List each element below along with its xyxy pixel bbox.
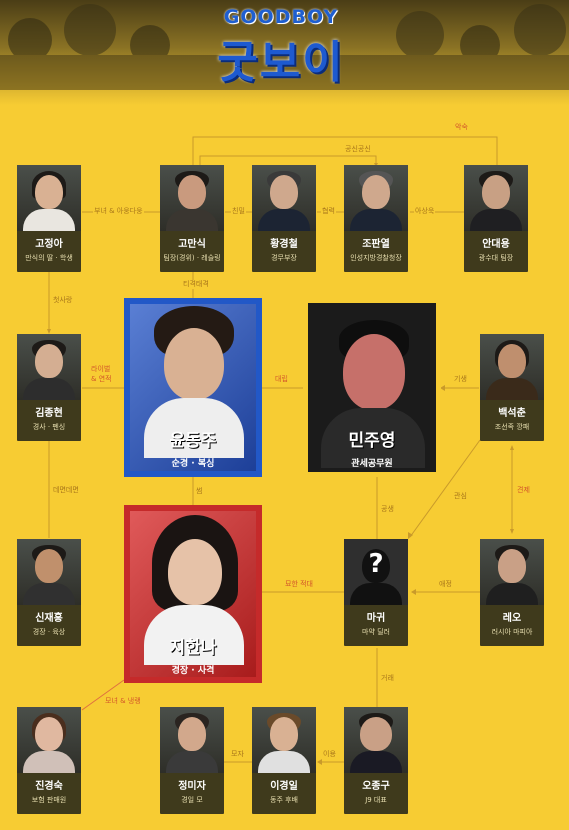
logo-english: GOODBOY <box>223 6 339 28</box>
relation-label: 티격태격 <box>182 280 210 289</box>
relation-label: 묘한 적대 <box>284 580 314 589</box>
relation-label: 모녀 & 냉랭 <box>104 697 142 706</box>
character-role: 경일 모 <box>181 796 203 804</box>
character-name: 황경철 <box>270 239 298 250</box>
relation-label: 견제 <box>516 486 531 495</box>
character-portrait <box>17 539 81 605</box>
lead-card-min: 민주영 관세공무원 <box>303 298 441 477</box>
relation-label: 모자 <box>230 750 245 759</box>
character-name: 신재홍 <box>35 613 63 624</box>
lead-name: 윤동주 <box>169 431 217 451</box>
relation-label: & 연적 <box>90 375 113 384</box>
relation-label: 데면데면 <box>52 486 80 495</box>
character-card-jung: 정미자 경일 모 <box>160 707 224 814</box>
character-card-go-jeonga: 고정아 만식의 딸 · 학생 <box>17 165 81 272</box>
character-name: 이경일 <box>270 781 298 792</box>
logo-korean: 굿보이 <box>217 37 345 88</box>
character-role: J9 대표 <box>365 796 387 804</box>
relation-label: 협력 <box>321 207 336 216</box>
character-role: 만식의 딸 · 학생 <box>25 254 73 262</box>
relation-label: 애정 <box>438 580 453 589</box>
relation-label: 관심 <box>453 492 468 501</box>
character-role: 마약 딜러 <box>362 628 390 636</box>
relation-label: 친밀 <box>231 207 246 216</box>
title-banner: GOODBOY 굿보이 <box>0 0 569 105</box>
character-role: 조선족 깡패 <box>494 423 530 431</box>
character-name: 백석춘 <box>498 408 526 419</box>
lead-name: 민주영 <box>348 431 396 451</box>
relation-label: 아상욱 <box>414 207 436 216</box>
character-role: 인성지방경찰청장 <box>350 254 402 262</box>
character-name: 고정아 <box>35 239 63 250</box>
character-name: 고만식 <box>178 239 206 250</box>
crowd-silhouette-graphic <box>0 4 569 90</box>
character-name: 정미자 <box>178 781 206 792</box>
character-card-leo: 레오 러시아 마피아 <box>480 539 544 646</box>
character-card-oh: 오종구 J9 대표 <box>344 707 408 814</box>
character-card-go-mansik: 고만식 팀장(경위) · 레슬링 <box>160 165 224 272</box>
character-card-kim: 김종현 경사 · 펜싱 <box>17 334 81 441</box>
relation-label: 거래 <box>380 674 395 683</box>
lead-name: 지한나 <box>169 638 217 658</box>
question-mark-icon: ? <box>368 549 384 579</box>
character-card-ahn: 안대용 광수대 팀장 <box>464 165 528 272</box>
character-portrait-unknown: ? <box>344 539 408 605</box>
character-card-jo: 조판열 인성지방경찰청장 <box>344 165 408 272</box>
relation-label: 부녀 & 아웅다웅 <box>93 207 144 216</box>
character-portrait <box>17 707 81 773</box>
relation-label: 악숙 <box>454 123 469 132</box>
character-card-jin: 진경숙 보험 판매원 <box>17 707 81 814</box>
character-role: 보험 판매원 <box>31 796 67 804</box>
lead-role: 경장 · 사격 <box>171 666 215 676</box>
character-portrait <box>252 165 316 231</box>
character-portrait <box>17 334 81 400</box>
relation-label: 기생 <box>453 375 468 384</box>
character-portrait <box>160 707 224 773</box>
relation-label: 공신공신 <box>344 145 372 154</box>
character-portrait <box>160 165 224 231</box>
character-role: 경장 · 육상 <box>32 628 66 636</box>
character-name: 조판열 <box>362 239 390 250</box>
character-role: 러시아 마피아 <box>491 628 533 636</box>
character-portrait <box>480 539 544 605</box>
character-name: 마귀 <box>366 613 386 624</box>
character-name: 오종구 <box>362 781 390 792</box>
character-name: 안대용 <box>482 239 510 250</box>
character-card-shin: 신재홍 경장 · 육상 <box>17 539 81 646</box>
relation-label: 공생 <box>380 505 395 514</box>
character-card-baek: 백석춘 조선족 깡패 <box>480 334 544 441</box>
relation-label: 이용 <box>322 750 337 759</box>
character-portrait <box>252 707 316 773</box>
character-portrait <box>344 165 408 231</box>
relation-label: 대립 <box>274 375 289 384</box>
character-portrait <box>464 165 528 231</box>
character-role: 경사 · 펜싱 <box>32 423 66 431</box>
lead-role: 순경 · 복싱 <box>171 459 215 469</box>
relation-label: 썸 <box>195 487 204 496</box>
lead-card-ji: 지한나 경장 · 사격 <box>124 505 262 683</box>
character-role: 경무부장 <box>271 254 297 262</box>
character-name: 진경숙 <box>35 781 63 792</box>
character-portrait <box>480 334 544 400</box>
character-role: 동주 후배 <box>270 796 298 804</box>
character-role: 광수대 팀장 <box>478 254 514 262</box>
relation-label: 라이벌 <box>90 365 112 374</box>
relation-label: 첫사랑 <box>52 296 74 305</box>
lead-role: 관세공무원 <box>351 459 393 469</box>
character-role: 팀장(경위) · 레슬링 <box>163 254 221 262</box>
character-name: 김종현 <box>35 408 63 419</box>
character-portrait <box>344 707 408 773</box>
character-portrait <box>17 165 81 231</box>
character-card-magwi: ? 마귀 마약 딜러 <box>344 539 408 646</box>
lead-card-yoon: 윤동주 순경 · 복싱 <box>124 298 262 477</box>
character-name: 레오 <box>502 613 522 624</box>
character-card-lee: 이경일 동주 후배 <box>252 707 316 814</box>
character-card-hwang: 황경철 경무부장 <box>252 165 316 272</box>
